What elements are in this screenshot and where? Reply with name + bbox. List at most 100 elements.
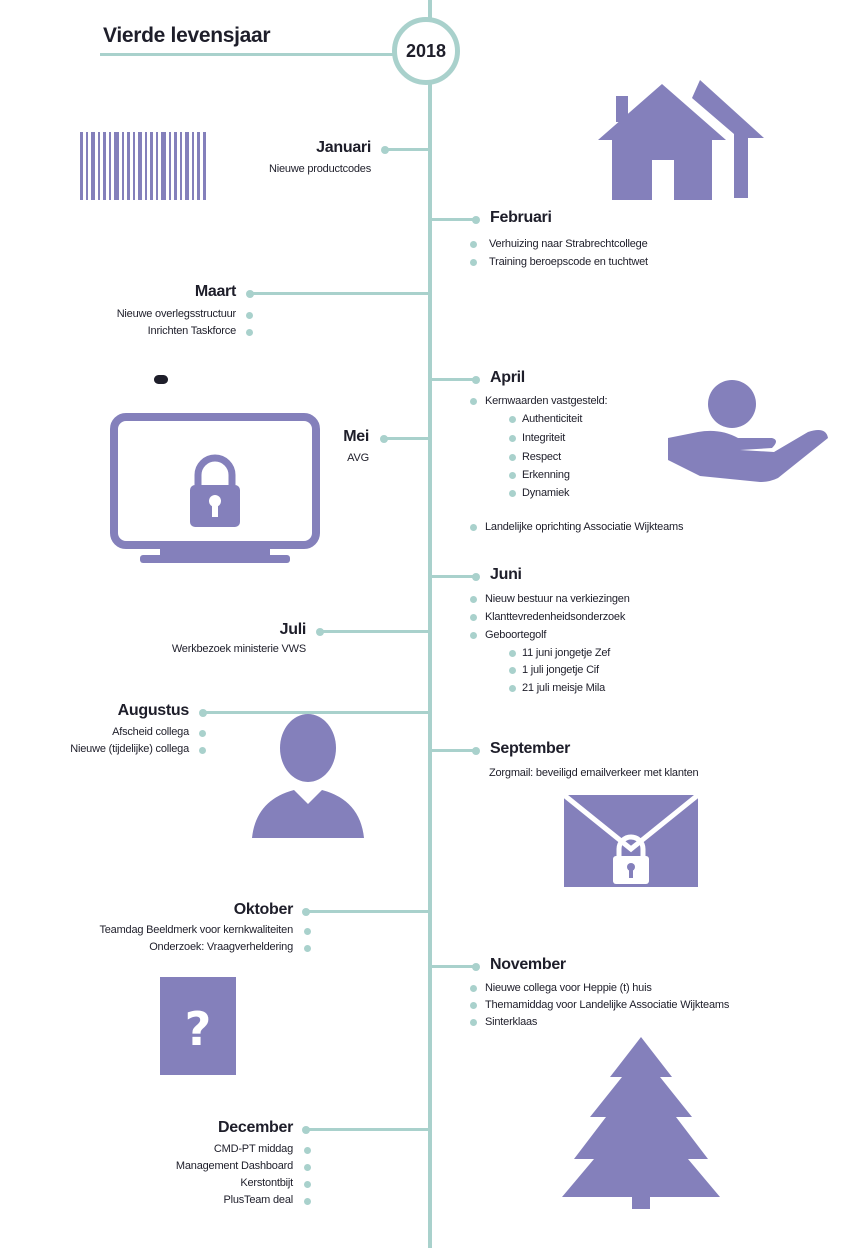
connector-augustus <box>204 711 430 714</box>
bullet <box>304 928 311 935</box>
bullet <box>470 241 477 248</box>
month-juli: Juli <box>279 621 307 638</box>
title-underline <box>100 53 396 56</box>
bullet <box>509 435 516 442</box>
connector-december <box>306 1128 430 1131</box>
person-icon <box>252 714 364 838</box>
bullet <box>199 730 206 737</box>
month-augustus: Augustus <box>117 702 190 719</box>
bullet <box>470 398 477 405</box>
item-oktober-1: Teamdag Beeldmerk voor kernkwaliteiten <box>99 924 293 936</box>
bullet <box>304 945 311 952</box>
bullet <box>509 490 516 497</box>
bullet <box>304 1147 311 1154</box>
item-april-2: Landelijke oprichting Associatie Wijktea… <box>485 521 684 533</box>
question-card-icon: ? <box>160 977 236 1075</box>
month-dot <box>199 709 207 717</box>
item-juni-3: Geboortegolf <box>485 629 547 641</box>
subitem-april-3: Respect <box>522 451 561 463</box>
month-dot <box>472 376 480 384</box>
month-dot <box>302 908 310 916</box>
subitem-juni-1: 11 juni jongetje Zef <box>522 647 611 659</box>
connector-januari <box>386 148 430 151</box>
subitem-juni-3: 21 juli meisje Mila <box>522 682 606 694</box>
pill-marker <box>154 375 168 384</box>
bullet <box>470 524 477 531</box>
item-augustus-1: Afscheid collega <box>112 726 189 738</box>
item-juni-2: Klanttevredenheidsonderzoek <box>485 611 626 623</box>
connector-juni <box>430 575 476 578</box>
bullet <box>470 614 477 621</box>
item-augustus-2: Nieuwe (tijdelijke) collega <box>70 743 189 755</box>
month-dot <box>380 435 388 443</box>
month-oktober: Oktober <box>233 901 294 918</box>
subitem-april-1: Authenticiteit <box>522 413 583 425</box>
house-icon <box>598 80 764 200</box>
item-juni-1: Nieuw bestuur na verkiezingen <box>485 593 630 605</box>
hand-person-icon <box>668 380 828 482</box>
bullet <box>470 1002 477 1009</box>
month-dot <box>246 290 254 298</box>
connector-april <box>430 378 476 381</box>
month-dot <box>302 1126 310 1134</box>
bullet <box>470 596 477 603</box>
year-badge: 2018 <box>392 17 460 85</box>
tree-icon <box>562 1037 720 1209</box>
month-januari: Januari <box>316 139 371 156</box>
subitem-juni-2: 1 juli jongetje Cif <box>522 664 599 676</box>
month-april: April <box>490 369 525 386</box>
month-maart: Maart <box>194 283 236 300</box>
bullet <box>509 650 516 657</box>
subitem-april-2: Integriteit <box>522 432 566 444</box>
item-november-1: Nieuwe collega voor Heppie (t) huis <box>485 982 652 994</box>
connector-juli <box>320 630 430 633</box>
monitor-lock-icon <box>110 413 320 563</box>
bullet <box>246 329 253 336</box>
item-november-3: Sinterklaas <box>485 1016 538 1028</box>
connector-september <box>430 749 476 752</box>
item-maart-2: Inrichten Taskforce <box>147 325 237 337</box>
item-december-1: CMD-PT middag <box>213 1143 293 1155</box>
item-december-4: PlusTeam deal <box>223 1194 293 1206</box>
connector-november <box>430 965 476 968</box>
page-title: Vierde levensjaar <box>103 24 271 47</box>
bullet <box>470 985 477 992</box>
month-februari: Februari <box>490 209 552 226</box>
svg-text:?: ? <box>185 1002 212 1056</box>
item-december-3: Kerstontbijt <box>240 1177 293 1189</box>
item-december-2: Management Dashboard <box>175 1160 293 1172</box>
barcode-icon <box>80 132 206 200</box>
bullet <box>509 472 516 479</box>
bullet <box>246 312 253 319</box>
month-juni: Juni <box>490 566 522 583</box>
month-november: November <box>490 956 566 973</box>
subitem-april-5: Dynamiek <box>522 487 570 499</box>
bullet <box>199 747 206 754</box>
connector-oktober <box>306 910 430 913</box>
subitem-april-4: Erkenning <box>522 469 570 481</box>
month-dot <box>472 963 480 971</box>
bullet <box>304 1164 311 1171</box>
timeline-spine <box>428 0 432 1248</box>
month-dot <box>316 628 324 636</box>
item-april-1: Kernwaarden vastgesteld: <box>485 395 608 407</box>
month-dot <box>472 747 480 755</box>
month-dot <box>381 146 389 154</box>
bullet <box>509 667 516 674</box>
item-maart-1: Nieuwe overlegsstructuur <box>116 308 237 320</box>
bullet <box>509 416 516 423</box>
envelope-lock-icon <box>562 793 700 887</box>
item-juli-1: Werkbezoek ministerie VWS <box>171 643 306 655</box>
item-mei-1: AVG <box>347 452 369 464</box>
month-mei: Mei <box>343 428 369 445</box>
item-oktober-2: Onderzoek: Vraagverheldering <box>149 941 293 953</box>
bullet <box>304 1198 311 1205</box>
connector-maart <box>250 292 430 295</box>
item-februari-1: Verhuizing naar Strabrechtcollege <box>489 238 648 250</box>
bullet <box>509 685 516 692</box>
month-dot <box>472 216 480 224</box>
item-november-2: Themamiddag voor Landelijke Associatie W… <box>485 999 730 1011</box>
item-februari-2: Training beroepscode en tuchtwet <box>489 256 648 268</box>
bullet <box>470 259 477 266</box>
bullet <box>470 632 477 639</box>
